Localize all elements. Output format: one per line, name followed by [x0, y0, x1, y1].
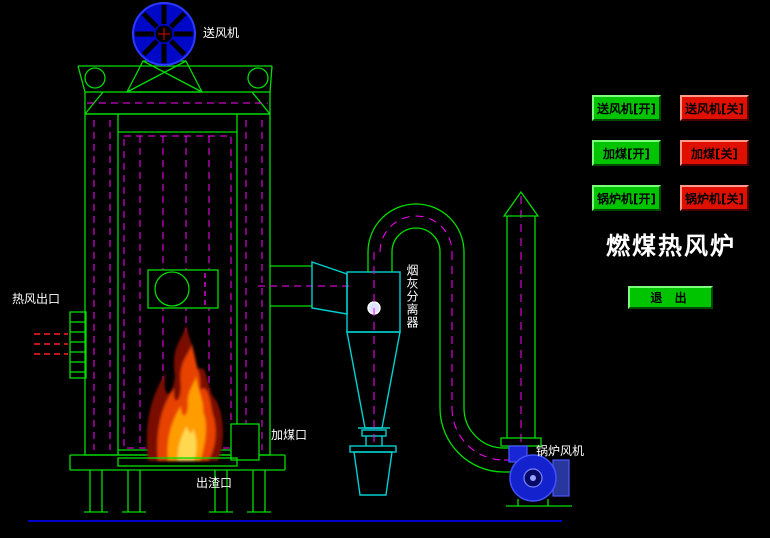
chimney	[500, 190, 542, 447]
blower-off-button[interactable]: 送风机[关]	[680, 95, 749, 121]
coal-feed-port	[230, 423, 260, 461]
label-coal-port: 加煤口	[271, 428, 308, 442]
duct-centerlines	[373, 196, 522, 461]
boiler-fan-icon	[506, 445, 572, 507]
label-hot-air-outlet: 热风出口	[12, 292, 61, 306]
hot-air-flow-arrows	[34, 333, 68, 355]
inspection-window	[147, 269, 219, 309]
boiler-on-button[interactable]: 锅炉机[开]	[592, 185, 661, 211]
slag-outlet	[117, 457, 238, 467]
cyclone-separator	[311, 261, 401, 496]
label-blower-fan: 送风机	[203, 26, 240, 40]
exit-button[interactable]: 退 出	[628, 286, 713, 309]
label-boiler-fan: 锅炉风机	[536, 444, 585, 458]
blower-on-button[interactable]: 送风机[开]	[592, 95, 661, 121]
flame-graphic	[146, 324, 223, 461]
coal-on-button[interactable]: 加煤[开]	[592, 140, 661, 166]
flue-duct	[367, 203, 516, 473]
label-slag-port: 出渣口	[196, 476, 233, 490]
coal-off-button[interactable]: 加煤[关]	[680, 140, 749, 166]
blower-fan-icon	[132, 2, 196, 66]
page-title: 燃煤热风炉	[606, 232, 736, 260]
boiler-off-button[interactable]: 锅炉机[关]	[680, 185, 749, 211]
label-ash-separator: 烟灰分离器	[405, 264, 419, 329]
